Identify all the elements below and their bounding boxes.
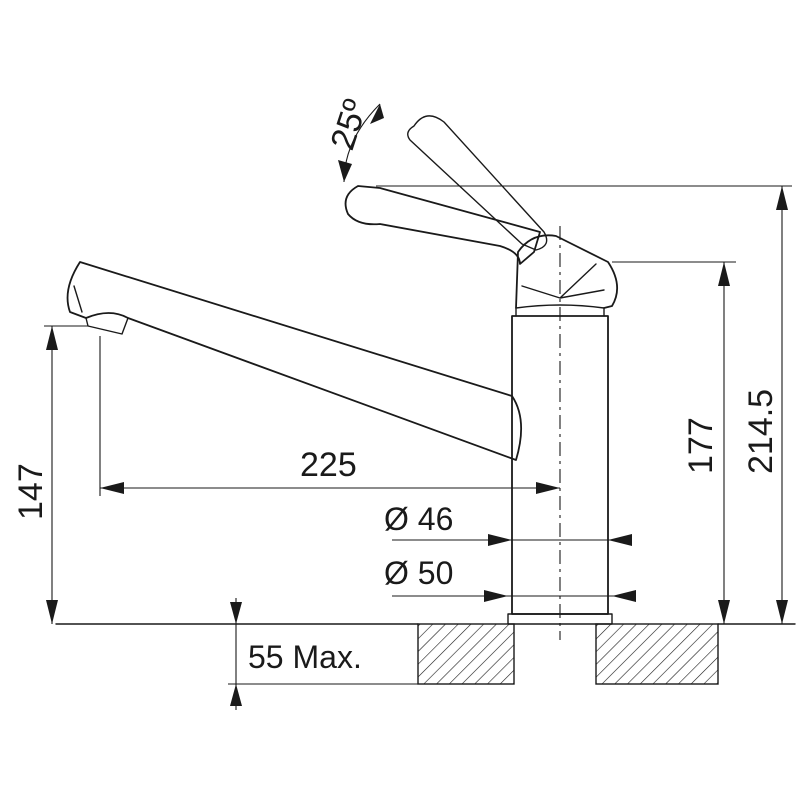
total-height-dimension: 214.5 — [376, 185, 792, 624]
diameter-46-arrow-right — [608, 534, 632, 546]
reach-label: 225 — [300, 446, 357, 484]
diameter-50-label: Ø 50 — [384, 555, 453, 591]
angle-label: 25º — [323, 95, 375, 155]
lever-height-dimension: 177 — [612, 261, 736, 624]
faucet — [66, 115, 618, 625]
diameter-50-arrow-right — [612, 590, 636, 602]
countertop-right-section — [595, 623, 719, 685]
faucet-lever-closed — [344, 185, 541, 265]
counter-thickness-arrow-bottom — [230, 684, 242, 706]
countertop — [55, 623, 796, 685]
total-height-arrow-bottom — [776, 600, 788, 624]
diameter-46-label: Ø 46 — [384, 501, 453, 537]
diameter-46-dimension: Ø 46 — [384, 501, 632, 546]
angle-dimension: 25º — [323, 95, 384, 183]
angle-arrow-top — [370, 104, 384, 124]
counter-thickness-dimension: 55 Max. — [228, 598, 418, 710]
spout-height-arrow-top — [46, 326, 58, 350]
total-height-label: 214.5 — [742, 389, 780, 474]
lever-height-arrow-bottom — [718, 600, 730, 624]
faucet-spout-outlet — [85, 317, 129, 335]
faucet-body-cap — [515, 304, 605, 317]
angle-arrow-bottom — [338, 160, 352, 182]
diameter-50-dimension: Ø 50 — [384, 555, 636, 602]
lever-height-label: 177 — [682, 417, 720, 474]
total-height-arrow-top — [776, 186, 788, 210]
reach-arrow-right — [536, 482, 560, 494]
lever-height-arrow-top — [718, 262, 730, 286]
diameter-50-arrow-left — [484, 590, 508, 602]
counter-thickness-arrow-top — [230, 602, 242, 624]
spout-height-dimension: 147 — [12, 325, 88, 624]
faucet-lever-open — [407, 115, 548, 251]
countertop-left-section — [417, 623, 515, 685]
spout-height-arrow-bottom — [46, 600, 58, 624]
spout-height-label: 147 — [12, 463, 50, 520]
counter-thickness-label: 55 Max. — [248, 639, 362, 675]
diameter-46-arrow-left — [488, 534, 512, 546]
faucet-head — [515, 234, 618, 309]
reach-dimension: 225 — [99, 336, 560, 496]
faucet-head-detail — [521, 263, 605, 299]
faucet-spout — [66, 261, 523, 461]
reach-arrow-left — [100, 482, 124, 494]
faucet-spout-ring — [73, 285, 83, 313]
